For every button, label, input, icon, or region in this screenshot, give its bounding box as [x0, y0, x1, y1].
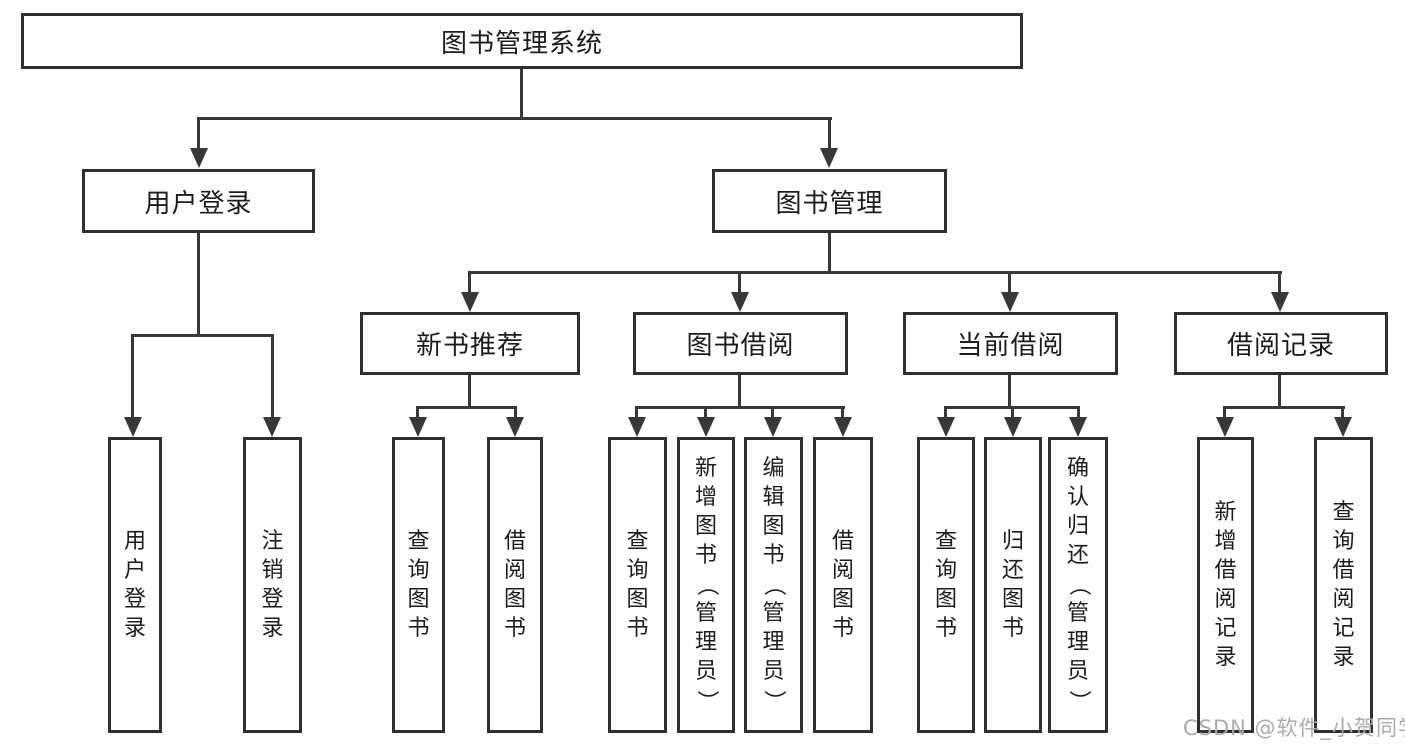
arrow-down-icon — [834, 417, 852, 437]
arrow-down-icon — [731, 292, 749, 312]
connector-arrow-stem — [416, 406, 419, 419]
node-book-mgmt: 图书管理 — [712, 169, 947, 233]
arrow-down-icon — [409, 417, 427, 437]
leaf-user-login: 用户登录 — [108, 437, 162, 733]
node-new-book-rec-label: 新书推荐 — [415, 331, 524, 361]
arrow-down-icon — [1001, 292, 1019, 312]
connector-arrow-stem — [828, 117, 831, 150]
connector-arrow-stem — [1341, 406, 1344, 419]
connector-arrow-stem — [704, 406, 707, 419]
arrow-down-icon — [1004, 417, 1022, 437]
connector-arrow-stem — [271, 334, 274, 419]
connector-user-login-branch — [131, 334, 274, 337]
arrow-down-icon — [263, 417, 281, 437]
leaf-query-books-1: 查询图书 — [392, 437, 445, 733]
arrow-down-icon — [461, 292, 479, 312]
connector-borrow-records-branch — [1223, 406, 1345, 409]
arrow-down-icon — [937, 417, 955, 437]
arrow-down-icon — [1216, 417, 1234, 437]
connector-book-mgmt-branch — [468, 271, 1282, 274]
arrow-down-icon — [124, 417, 142, 437]
leaf-query-borrow-record-label: 查询借阅记录 — [1332, 499, 1355, 670]
leaf-add-borrow-record: 新增借阅记录 — [1197, 437, 1254, 733]
connector-user-login-stem — [197, 233, 200, 336]
arrow-down-icon — [1069, 417, 1087, 437]
leaf-query-books-2-label: 查询图书 — [626, 528, 649, 641]
connector-arrow-stem — [635, 406, 638, 419]
leaf-query-books-1-label: 查询图书 — [407, 528, 430, 641]
leaf-query-books-2: 查询图书 — [608, 437, 667, 733]
leaf-query-borrow-record: 查询借阅记录 — [1314, 437, 1373, 733]
connector-current-borrow-stem — [1008, 375, 1011, 408]
leaf-logout: 注销登录 — [243, 437, 302, 733]
node-current-borrow-label: 当前借阅 — [956, 331, 1065, 361]
arrow-down-icon — [1334, 417, 1352, 437]
leaf-edit-books-admin-label: 编辑图书（管理员） — [761, 456, 787, 713]
leaf-borrow-books-2: 借阅图书 — [813, 437, 873, 733]
node-borrow-records: 借阅记录 — [1174, 312, 1388, 375]
node-book-borrow-label: 图书借阅 — [686, 331, 795, 361]
leaf-user-login-label: 用户登录 — [123, 528, 146, 641]
leaf-confirm-return-admin: 确认归还（管理员） — [1048, 437, 1108, 733]
leaf-borrow-books-1: 借阅图书 — [487, 437, 543, 733]
leaf-confirm-return-admin-label: 确认归还（管理员） — [1065, 456, 1091, 713]
leaf-add-books-admin-label: 新增图书（管理员） — [693, 456, 719, 713]
connector-arrow-stem — [1008, 271, 1011, 294]
connector-arrow-stem — [771, 406, 774, 419]
connector-arrow-stem — [1077, 406, 1080, 419]
connector-arrow-stem — [131, 334, 134, 419]
leaf-query-books-3: 查询图书 — [917, 437, 975, 733]
node-root-label: 图书管理系统 — [440, 28, 603, 59]
connector-arrow-stem — [1278, 271, 1281, 294]
node-borrow-records-label: 借阅记录 — [1226, 331, 1335, 361]
leaf-add-borrow-record-label: 新增借阅记录 — [1214, 499, 1237, 670]
node-user-login-label: 用户登录 — [144, 188, 253, 219]
node-user-login: 用户登录 — [82, 169, 315, 233]
connector-book-mgmt-stem — [828, 233, 831, 273]
connector-book-borrow-stem — [738, 375, 741, 408]
arrow-down-icon — [190, 148, 208, 168]
node-root: 图书管理系统 — [21, 13, 1023, 69]
leaf-borrow-books-1-label: 借阅图书 — [503, 528, 526, 641]
connector-root-stem — [520, 69, 523, 118]
connector-arrow-stem — [841, 406, 844, 419]
leaf-logout-label: 注销登录 — [261, 528, 284, 641]
connector-new-book-rec-branch — [416, 406, 517, 409]
node-new-book-rec: 新书推荐 — [360, 312, 580, 375]
leaf-borrow-books-2-label: 借阅图书 — [831, 528, 854, 641]
leaf-return-books-label: 归还图书 — [1001, 528, 1024, 641]
connector-book-borrow-branch — [635, 406, 845, 409]
connector-borrow-records-stem — [1278, 375, 1281, 408]
arrow-down-icon — [1271, 292, 1289, 312]
leaf-return-books: 归还图书 — [984, 437, 1042, 733]
connector-arrow-stem — [1011, 406, 1014, 419]
connector-arrow-stem — [944, 406, 947, 419]
csdn-watermark: CSDN @软件_小贺同学 — [1183, 716, 1405, 740]
leaf-add-books-admin: 新增图书（管理员） — [677, 437, 735, 733]
arrow-down-icon — [628, 417, 646, 437]
arrow-down-icon — [820, 148, 838, 168]
connector-root-branch — [197, 117, 832, 120]
node-current-borrow: 当前借阅 — [903, 312, 1118, 375]
connector-arrow-stem — [1223, 406, 1226, 419]
connector-new-book-rec-stem — [468, 375, 471, 408]
connector-arrow-stem — [468, 271, 471, 294]
arrow-down-icon — [764, 417, 782, 437]
node-book-mgmt-label: 图书管理 — [775, 188, 884, 219]
node-book-borrow: 图书借阅 — [633, 312, 848, 375]
connector-arrow-stem — [197, 117, 200, 150]
leaf-edit-books-admin: 编辑图书（管理员） — [744, 437, 803, 733]
connector-arrow-stem — [514, 406, 517, 419]
leaf-query-books-3-label: 查询图书 — [934, 528, 957, 641]
arrow-down-icon — [697, 417, 715, 437]
arrow-down-icon — [506, 417, 524, 437]
connector-arrow-stem — [738, 271, 741, 294]
